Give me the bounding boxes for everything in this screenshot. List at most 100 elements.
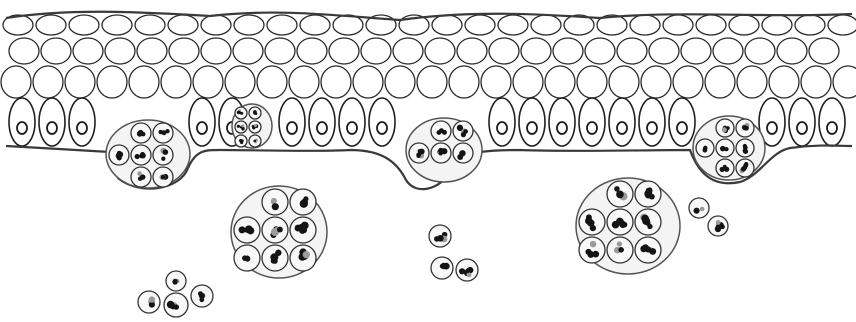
superficial-cell bbox=[201, 15, 231, 35]
parasite bbox=[616, 218, 623, 225]
parasite bbox=[693, 208, 699, 214]
parasite bbox=[239, 226, 246, 233]
parasite bbox=[742, 125, 747, 130]
parasite bbox=[466, 272, 471, 277]
spinous-cell bbox=[457, 38, 487, 64]
parasite bbox=[614, 186, 620, 192]
spinous-cell bbox=[161, 66, 191, 98]
basal-cell-nucleus bbox=[587, 122, 597, 134]
spinous-cell bbox=[705, 66, 735, 98]
superficial-cell bbox=[432, 15, 462, 35]
superficial-cell bbox=[300, 15, 330, 35]
spinous-cell bbox=[425, 38, 455, 64]
superficial-cell bbox=[333, 15, 363, 35]
parasite bbox=[703, 146, 707, 150]
spinous-cell bbox=[809, 38, 839, 64]
parasite bbox=[720, 225, 725, 230]
parasite bbox=[244, 256, 250, 262]
spinous-cell bbox=[521, 38, 551, 64]
spinous-cell bbox=[65, 66, 95, 98]
spinous-cell bbox=[97, 66, 127, 98]
infected-cell bbox=[689, 198, 709, 218]
parasite bbox=[277, 227, 283, 233]
superficial-cell bbox=[267, 15, 297, 35]
spinous-cell bbox=[649, 38, 679, 64]
parasite bbox=[163, 149, 169, 155]
parasite bbox=[237, 125, 240, 128]
spinous-cell bbox=[417, 66, 447, 98]
parasite bbox=[299, 228, 305, 234]
parasite bbox=[742, 165, 747, 170]
parasite-cluster bbox=[231, 186, 327, 278]
parasite-cluster bbox=[106, 120, 190, 188]
basal-cell-nucleus bbox=[77, 122, 87, 134]
basal-cell-nucleus bbox=[287, 122, 297, 134]
spinous-cell bbox=[393, 38, 423, 64]
spinous-cell bbox=[585, 38, 615, 64]
parasite bbox=[439, 128, 444, 133]
superficial-cell bbox=[168, 15, 198, 35]
parasite bbox=[586, 214, 592, 220]
spinous-cell bbox=[769, 66, 799, 98]
parasite bbox=[641, 215, 649, 223]
superficial-cell bbox=[828, 15, 856, 35]
basal-cell-nucleus bbox=[47, 122, 57, 134]
basal-cell-nucleus bbox=[677, 122, 687, 134]
spinous-cell bbox=[257, 66, 287, 98]
spinous-cell bbox=[641, 66, 671, 98]
spinous-cell bbox=[329, 38, 359, 64]
superficial-cell bbox=[36, 15, 66, 35]
parasite-cluster bbox=[576, 178, 680, 274]
parasite bbox=[443, 263, 450, 270]
parasite bbox=[720, 146, 726, 152]
spinous-cell bbox=[225, 66, 255, 98]
parasite bbox=[161, 175, 165, 179]
spinous-cell bbox=[673, 66, 703, 98]
spinous-cell bbox=[233, 38, 263, 64]
parasite-cluster bbox=[232, 104, 272, 148]
parasite bbox=[253, 140, 256, 143]
spinous-cell bbox=[777, 38, 807, 64]
parasite bbox=[720, 167, 725, 172]
spinous-cell bbox=[321, 66, 351, 98]
spinous-cell bbox=[137, 38, 167, 64]
spinous-cell bbox=[289, 66, 319, 98]
parasite bbox=[419, 149, 425, 155]
basal-cell-nucleus bbox=[317, 122, 327, 134]
superficial-cell bbox=[102, 15, 132, 35]
parasite bbox=[272, 258, 277, 263]
parasite bbox=[461, 132, 466, 137]
parasite bbox=[303, 251, 310, 258]
spinous-cell bbox=[41, 38, 71, 64]
superficial-cell bbox=[795, 15, 825, 35]
parasite bbox=[117, 156, 122, 161]
parasite bbox=[441, 148, 447, 154]
superficial-cell bbox=[630, 15, 660, 35]
spinous-cell bbox=[9, 38, 39, 64]
spinous-cell bbox=[129, 66, 159, 98]
spinous-cell bbox=[361, 38, 391, 64]
parasite bbox=[253, 111, 256, 114]
parasite bbox=[459, 151, 464, 156]
superficial-cell bbox=[135, 15, 165, 35]
parasite bbox=[459, 268, 465, 274]
superficial-cell bbox=[663, 15, 693, 35]
spinous-cell bbox=[681, 38, 711, 64]
parasite bbox=[271, 198, 277, 204]
parasite bbox=[199, 297, 204, 302]
basal-cell-nucleus bbox=[767, 122, 777, 134]
basal-cell-nucleus bbox=[557, 122, 567, 134]
spinous-cell bbox=[297, 38, 327, 64]
spinous-cell bbox=[513, 66, 543, 98]
parasite bbox=[644, 190, 650, 196]
basal-cell-nucleus bbox=[527, 122, 537, 134]
parasite bbox=[590, 241, 596, 247]
parasite bbox=[254, 124, 257, 127]
parasite bbox=[466, 268, 471, 273]
parasite bbox=[722, 127, 727, 132]
basal-cell-nucleus bbox=[377, 122, 387, 134]
parasite bbox=[617, 241, 622, 246]
parasite bbox=[716, 220, 721, 225]
spinous-cell bbox=[33, 66, 63, 98]
